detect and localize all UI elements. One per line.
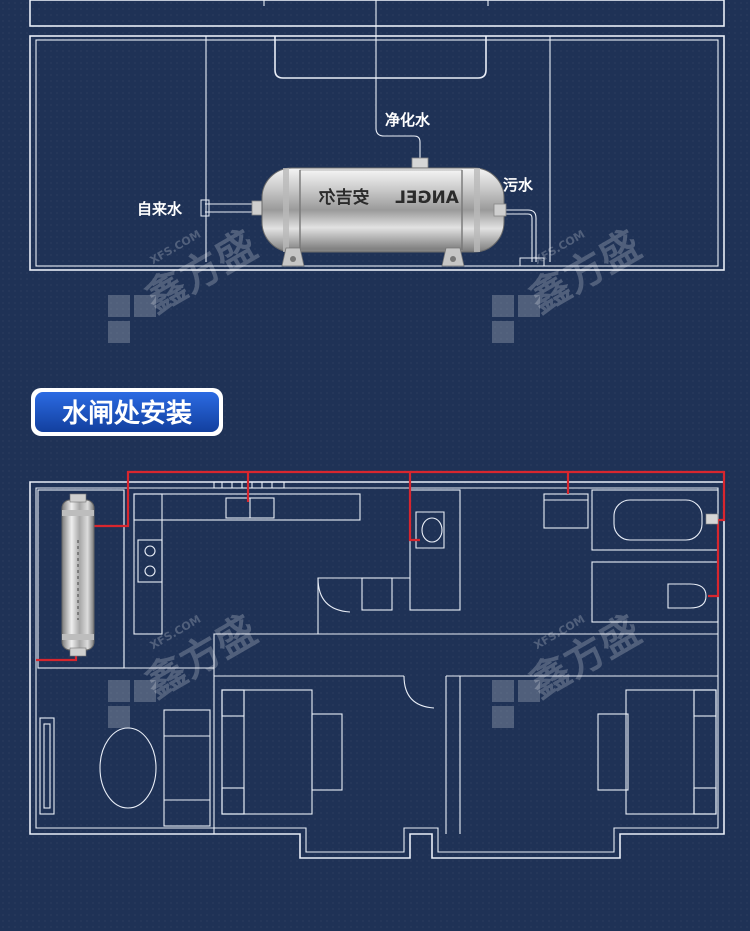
section-title: 水闸处安装 [62, 399, 192, 429]
label-tap-water: 自来水 [137, 200, 183, 218]
watermark-logo-4: 鑫方盛 XFS.COM [492, 607, 649, 728]
bathroom [591, 489, 719, 551]
sofa [163, 709, 211, 827]
bathtub [613, 499, 703, 541]
vertical-filter [61, 493, 95, 657]
water-filter-tank: ANGEL 安吉尔 [261, 167, 507, 267]
watermark-logo-1: 鑫方盛 XFS.COM [108, 222, 265, 343]
pipe-washroom [408, 472, 420, 542]
top-installation-diagram: ANGEL 安吉尔 自来水 净化水 污水 [29, 0, 725, 271]
filter-brand-cn: 安吉尔 [319, 187, 370, 208]
under-sink-cabinet [29, 35, 725, 271]
bed-left [221, 689, 313, 815]
filter-brand-en: ANGEL [395, 188, 459, 208]
washing-machine [543, 493, 589, 529]
gas-stove [137, 539, 163, 583]
toilet [667, 583, 707, 609]
tv-cabinet [39, 717, 55, 815]
section-title-badge: 水闸处安装 [31, 388, 223, 436]
watermark-logo-2: 鑫方盛 XFS.COM [492, 222, 649, 343]
purified-water-pipe [375, 36, 421, 160]
pipe-main-distribution [90, 470, 726, 528]
sink-basin [274, 36, 487, 79]
floor-plan [29, 470, 726, 859]
washroom [409, 489, 461, 611]
label-purified-water: 净化水 [385, 111, 431, 129]
pipe-bathroom [708, 520, 720, 598]
countertop-edge [29, 0, 725, 27]
waste-water-pipe [502, 209, 537, 262]
label-waste-water: 污水 [503, 176, 534, 194]
bed-right [625, 689, 717, 815]
outer-wall [29, 481, 725, 859]
watermark-logo-3: 鑫方盛 XFS.COM [108, 607, 265, 728]
wash-basin [415, 511, 445, 549]
coffee-table [99, 727, 157, 809]
